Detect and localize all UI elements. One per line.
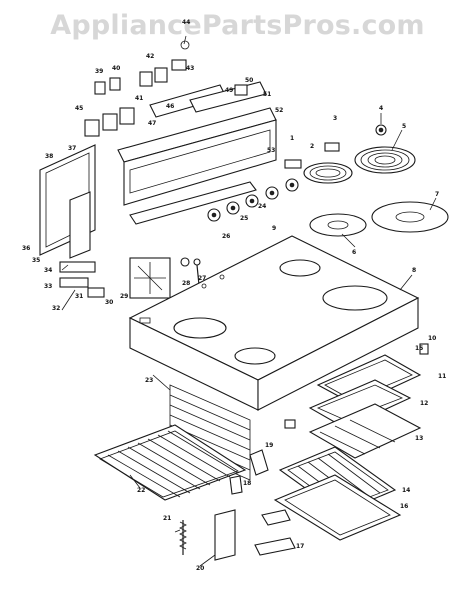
callout-36: 36 (22, 245, 30, 252)
callout-29: 29 (120, 293, 128, 300)
callout-37: 37 (68, 145, 76, 152)
callout-33: 33 (44, 283, 52, 290)
callout-8: 8 (412, 267, 416, 274)
oven-rack-left (93, 424, 247, 501)
callout-45: 45 (75, 105, 83, 112)
callout-30: 30 (105, 299, 113, 306)
callout-49: 49 (225, 87, 233, 94)
cooktop-body (128, 235, 420, 411)
callout-35: 35 (32, 257, 40, 264)
callout-43: 43 (186, 65, 194, 72)
callout-19: 19 (265, 442, 273, 449)
callout-52: 52 (275, 107, 283, 114)
surface-elements (284, 124, 416, 184)
callout-7: 7 (435, 191, 439, 198)
callout-26: 26 (222, 233, 230, 240)
oven-liner-stack (169, 384, 251, 481)
callout-4: 4 (379, 105, 383, 112)
callout-34: 34 (44, 267, 52, 274)
leader-lines (61, 35, 437, 567)
control-panel-assembly (39, 40, 299, 299)
callout-44: 44 (182, 19, 190, 26)
watermark-text: AppliancePartsPros.com (50, 10, 425, 41)
broil-pan-racks (273, 446, 402, 541)
callout-16: 16 (400, 503, 408, 510)
callout-15: 15 (415, 345, 423, 352)
callout-40: 40 (112, 65, 120, 72)
callout-50: 50 (245, 77, 253, 84)
callout-31: 31 (75, 293, 83, 300)
loose-parts (179, 343, 429, 561)
callout-14: 14 (402, 487, 410, 494)
callout-51: 51 (263, 91, 271, 98)
callout-11: 11 (438, 373, 446, 380)
callout-39: 39 (95, 68, 103, 75)
callout-12: 12 (420, 400, 428, 407)
callout-42: 42 (146, 53, 154, 60)
broil-assembly (308, 354, 422, 459)
callout-2: 2 (310, 143, 314, 150)
callout-23: 23 (145, 377, 153, 384)
callout-38: 38 (45, 153, 53, 160)
callout-20: 20 (196, 565, 204, 572)
callout-labels: 44 42 43 39 40 41 45 46 50 49 47 51 52 5… (22, 19, 446, 572)
callout-24: 24 (258, 203, 266, 210)
callout-22: 22 (137, 487, 145, 494)
callout-47: 47 (148, 120, 156, 127)
drip-pans (309, 201, 449, 237)
callout-53: 53 (267, 147, 275, 154)
callout-1: 1 (290, 135, 294, 142)
callout-6: 6 (352, 249, 356, 256)
callout-21: 21 (163, 515, 171, 522)
callout-41: 41 (135, 95, 143, 102)
callout-27: 27 (198, 275, 206, 282)
callout-17: 17 (296, 543, 304, 550)
callout-46: 46 (166, 103, 174, 110)
callout-28: 28 (182, 280, 190, 287)
callout-10: 10 (428, 335, 436, 342)
callout-9: 9 (272, 225, 276, 232)
callout-32: 32 (52, 305, 60, 312)
callout-3: 3 (333, 115, 337, 122)
callout-13: 13 (415, 435, 423, 442)
callout-5: 5 (402, 123, 406, 130)
callout-18: 18 (243, 480, 251, 487)
callout-25: 25 (240, 215, 248, 222)
